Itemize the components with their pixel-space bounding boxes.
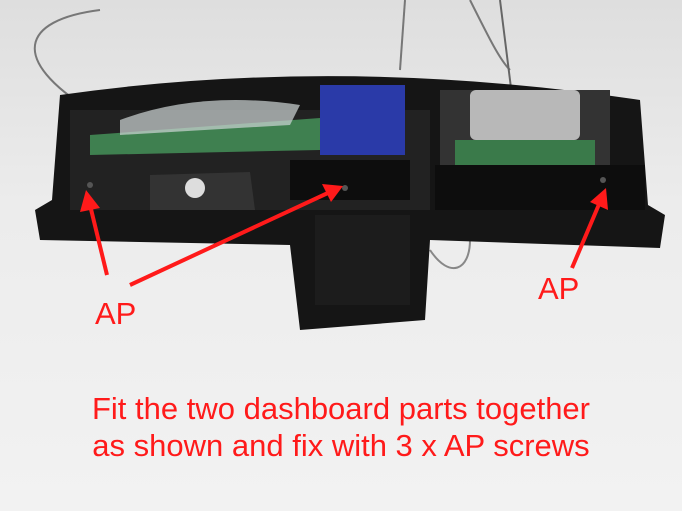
wire (399, 0, 406, 71)
caption-line-1: Fit the two dashboard parts together (91, 391, 590, 426)
arrowhead-icon (322, 184, 343, 202)
black-panel (435, 165, 645, 210)
wire (429, 239, 471, 270)
arrow-center-screw (129, 190, 331, 287)
instruction-caption: Fit the two dashboard parts together as … (0, 390, 682, 464)
speaker (470, 90, 580, 140)
arrowhead-icon (590, 188, 608, 210)
arrowhead-icon (80, 190, 100, 212)
arrow-right-screw (570, 201, 602, 269)
arrow-left-screw (88, 204, 109, 276)
wire (33, 9, 101, 111)
wire (469, 0, 511, 71)
ap-label-left: AP (95, 296, 137, 331)
clear-lens (120, 100, 300, 135)
caption-line-2: as shown and fix with 3 x AP screws (92, 428, 590, 463)
center-stem (315, 215, 410, 305)
blue-component (320, 85, 405, 155)
ap-label-right: AP (538, 271, 580, 306)
black-panel (290, 160, 410, 200)
circuit-board (455, 140, 595, 165)
